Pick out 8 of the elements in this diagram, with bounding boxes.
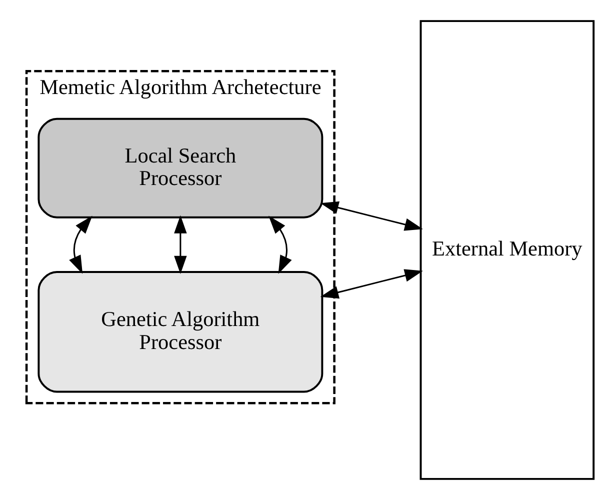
node-box: Genetic Algorithm Processor [38,271,324,393]
node-box: Local Search Processor [38,118,324,218]
node-box: External Memory [420,20,595,480]
arrow [320,201,423,231]
arrow [69,216,92,274]
arrow [174,215,187,274]
arrow [320,269,423,299]
arrow [268,216,292,274]
